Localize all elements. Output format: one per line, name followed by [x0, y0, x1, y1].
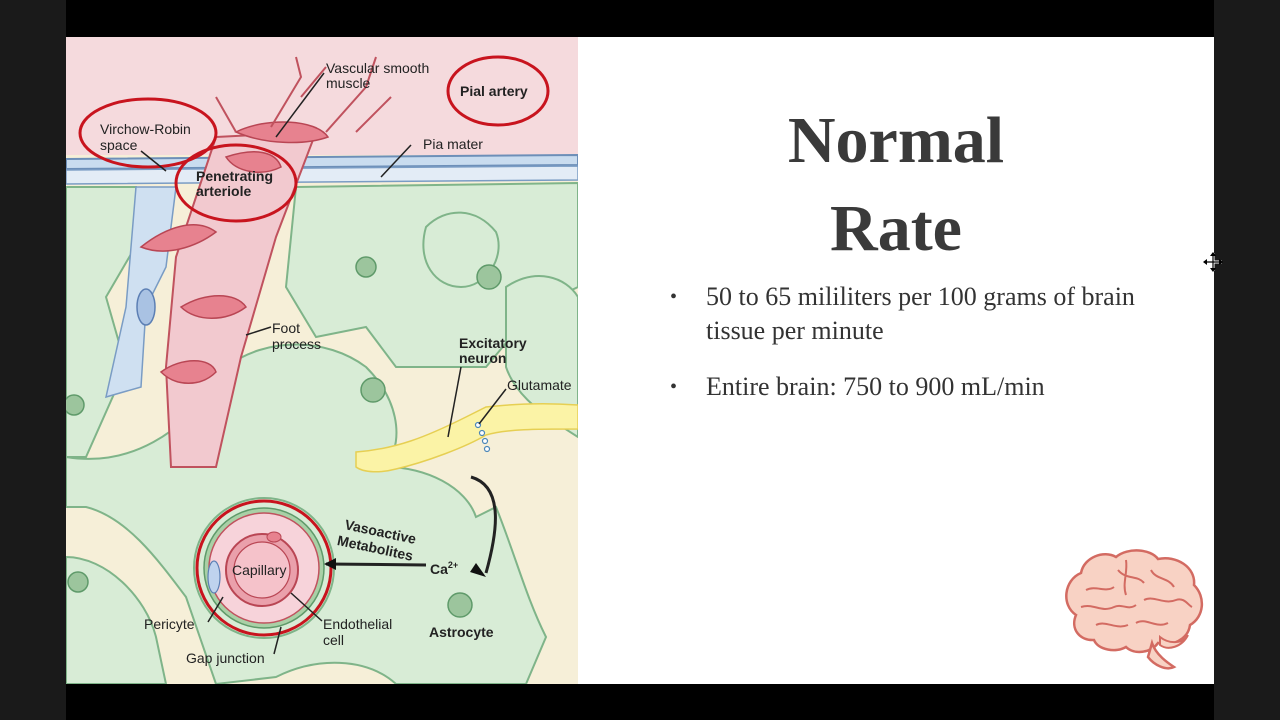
title-line-2: Rate [830, 192, 962, 265]
label-endothelial-cell: Endothelial [323, 616, 392, 632]
presentation-slide: Vascular smooth muscle Pial artery Virch… [66, 37, 1214, 684]
right-letterbox [1214, 0, 1280, 720]
label-virchow-robin-2: space [100, 137, 138, 153]
label-capillary: Capillary [232, 562, 286, 578]
label-vascular-smooth-muscle: Vascular smooth [326, 60, 429, 76]
label-foot-process: Foot [272, 320, 300, 336]
label-vascular-smooth-muscle-2: muscle [326, 75, 371, 91]
bullet-list: 50 to 65 mililiters per 100 grams of bra… [666, 280, 1136, 426]
label-endothelial-cell-2: cell [323, 632, 344, 648]
label-pericyte: Pericyte [144, 616, 195, 632]
slide-title: Normal Rate [686, 97, 1106, 273]
title-line-1: Normal [787, 104, 1005, 177]
label-penetrating-arteriole-2: arteriole [196, 183, 251, 199]
bullet-item: Entire brain: 750 to 900 mL/min [666, 370, 1136, 404]
neurovascular-diagram: Vascular smooth muscle Pial artery Virch… [66, 37, 578, 684]
move-cursor-icon [1203, 252, 1223, 272]
label-gap-junction: Gap junction [186, 650, 265, 666]
label-astrocyte: Astrocyte [429, 624, 494, 640]
brain-icon [1065, 549, 1203, 670]
label-penetrating-arteriole: Penetrating [196, 168, 273, 184]
label-excitatory-neuron-2: neuron [459, 350, 506, 366]
label-foot-process-2: process [272, 336, 321, 352]
bullet-item: 50 to 65 mililiters per 100 grams of bra… [666, 280, 1136, 348]
label-virchow-robin: Virchow-Robin [100, 121, 191, 137]
label-pial-artery: Pial artery [460, 83, 528, 99]
label-calcium: Ca2+ [430, 560, 458, 577]
label-glutamate: Glutamate [507, 377, 572, 393]
left-letterbox [0, 0, 66, 720]
label-pia-mater: Pia mater [423, 136, 483, 152]
label-excitatory-neuron: Excitatory [459, 335, 527, 351]
